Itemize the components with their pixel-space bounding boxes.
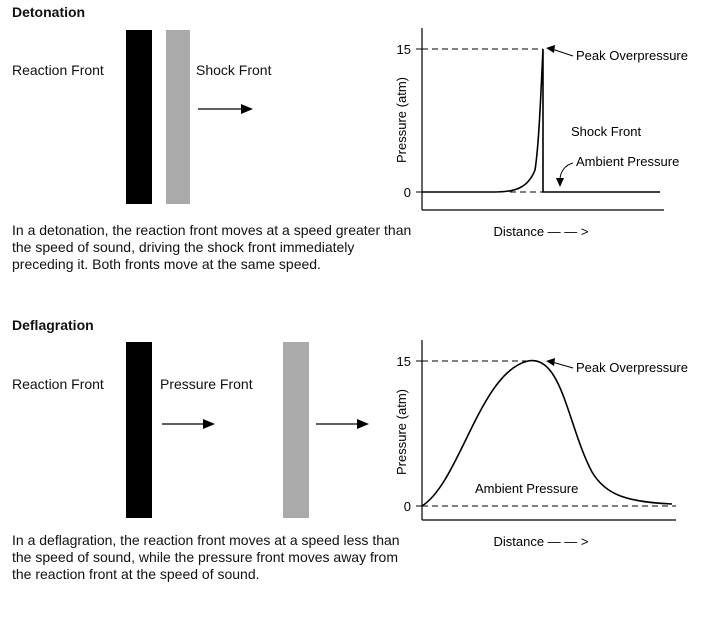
detonation-x-label: Distance — — > xyxy=(493,224,588,239)
detonation-shock-front-bar xyxy=(166,30,190,204)
deflagration-pressure-front-bar xyxy=(283,342,309,518)
deflagration-tick-0: 0 xyxy=(404,499,411,514)
detonation-pressure-graph: 15 0 Pressure (atm) Distance — — > Peak … xyxy=(394,28,688,239)
detonation-tick-15: 15 xyxy=(397,42,411,57)
detonation-reaction-front-bar xyxy=(126,30,152,204)
detonation-shock-front-label: Shock Front xyxy=(196,62,272,78)
deflagration-tick-15: 15 xyxy=(397,354,411,369)
deflagration-reaction-front-label: Reaction Front xyxy=(12,376,104,392)
deflagration-reaction-front-bar xyxy=(126,342,152,518)
detonation-heading: Detonation xyxy=(12,4,86,20)
detonation-ambient-label: Ambient Pressure xyxy=(576,154,679,169)
detonation-peak-label: Peak Overpressure xyxy=(576,48,688,63)
deflagration-pressure-graph: 15 0 Pressure (atm) Distance — — > Peak … xyxy=(394,340,688,549)
detonation-y-label: Pressure (atm) xyxy=(394,77,409,163)
detonation-direction-arrow xyxy=(198,104,253,114)
detonation-tick-0: 0 xyxy=(404,185,411,200)
deflagration-pressure-arrow xyxy=(316,419,369,429)
deflagration-description: In a deflagration, the reaction front mo… xyxy=(12,532,400,582)
deflagration-x-label: Distance — — > xyxy=(493,534,588,549)
detonation-pressure-curve xyxy=(422,48,660,193)
deflagration-pressure-curve xyxy=(421,359,673,507)
deflagration-y-label: Pressure (atm) xyxy=(394,389,409,475)
detonation-description: In a detonation, the reaction front move… xyxy=(12,222,412,272)
deflagration-ambient-label: Ambient Pressure xyxy=(475,481,578,496)
deflagration-reaction-arrow xyxy=(162,419,215,429)
deflagration-pressure-front-label: Pressure Front xyxy=(160,376,253,392)
detonation-shock-front-graph-label: Shock Front xyxy=(571,124,641,139)
deflagration-peak-label: Peak Overpressure xyxy=(576,360,688,375)
detonation-reaction-front-label: Reaction Front xyxy=(12,62,104,78)
deflagration-heading: Deflagration xyxy=(12,317,94,333)
